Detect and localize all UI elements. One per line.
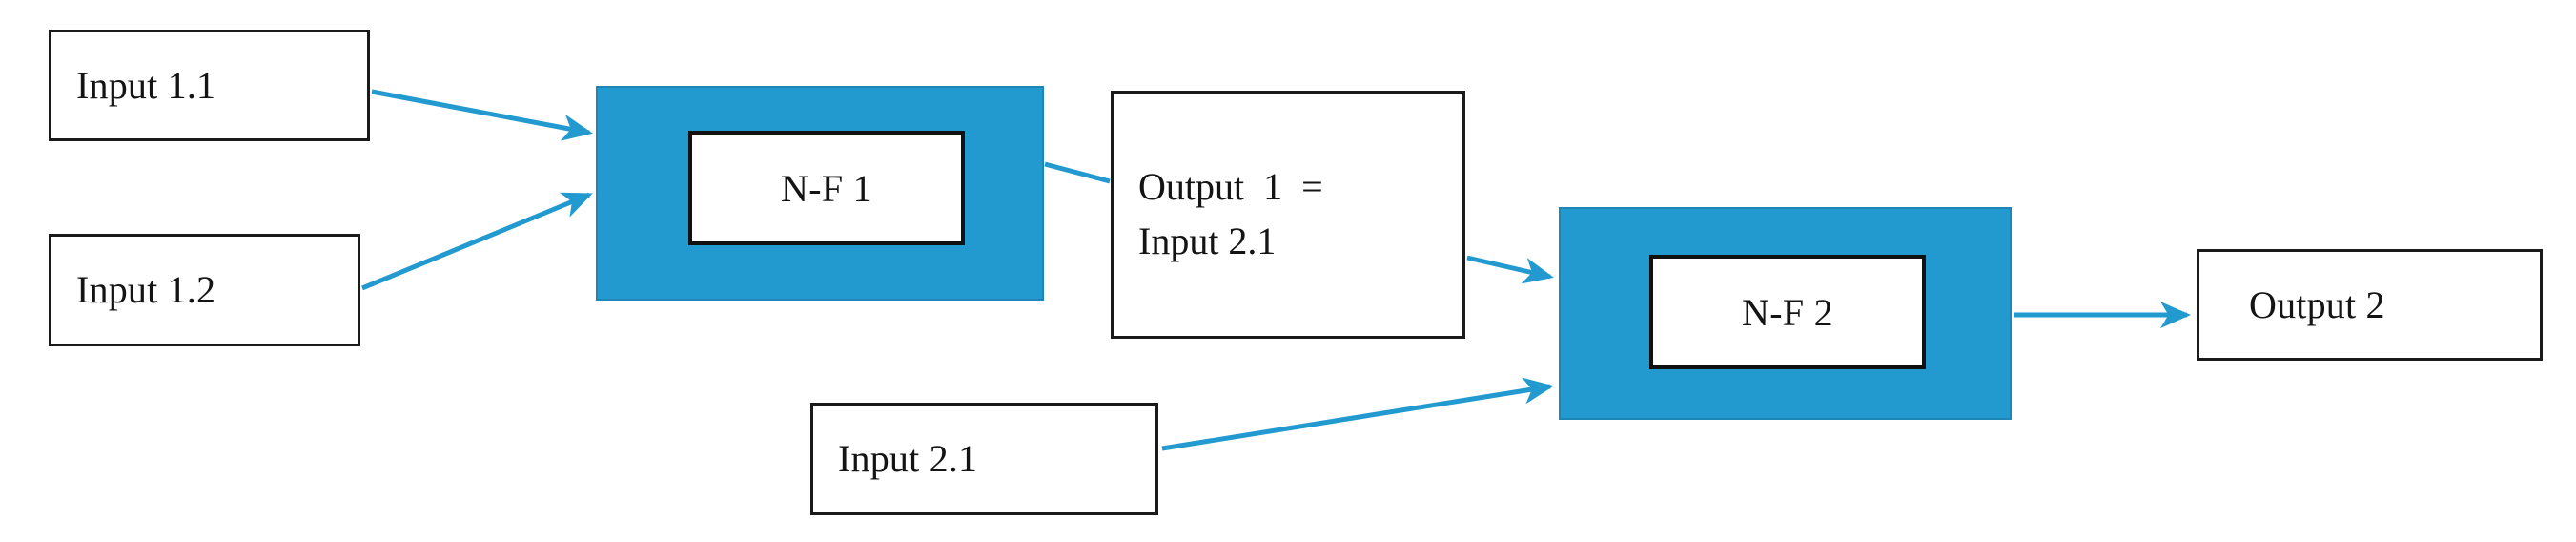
node-nf-2[interactable]: N-F 2	[1559, 207, 2012, 420]
node-input-1-2-label: Input 1.2	[76, 268, 216, 312]
node-nf-1-inner[interactable]: N-F 1	[688, 131, 965, 245]
node-nf-2-label: N-F 2	[1742, 290, 1833, 334]
node-input-1-1-label: Input 1.1	[76, 63, 216, 107]
node-nf-1[interactable]: N-F 1	[596, 86, 1044, 301]
node-output-1-label: Output 1 = Input 2.1	[1114, 160, 1323, 269]
node-output-2-label: Output 2	[2249, 282, 2385, 326]
node-input-1-1[interactable]: Input 1.1	[49, 30, 370, 141]
node-output-1-line-2: Input 2.1	[1138, 219, 1277, 262]
edge-input11-to-nf1	[371, 89, 593, 141]
edge-output1-to-nf2	[1466, 255, 1554, 284]
node-input-2-1[interactable]: Input 2.1	[810, 403, 1158, 515]
node-output-1-line-1: Output 1 =	[1138, 165, 1323, 209]
node-input-1-2[interactable]: Input 1.2	[49, 234, 360, 346]
node-nf-2-inner[interactable]: N-F 2	[1649, 255, 1926, 369]
node-input-2-1-label: Input 2.1	[838, 437, 978, 481]
node-output-2[interactable]: Output 2	[2197, 249, 2543, 361]
edge-nf1-to-output1	[1044, 161, 1111, 184]
edge-input21-to-nf2	[1161, 377, 1554, 451]
node-nf-1-label: N-F 1	[781, 166, 872, 210]
edge-input12-to-nf1	[361, 192, 593, 291]
node-output-1[interactable]: Output 1 = Input 2.1	[1111, 91, 1465, 339]
